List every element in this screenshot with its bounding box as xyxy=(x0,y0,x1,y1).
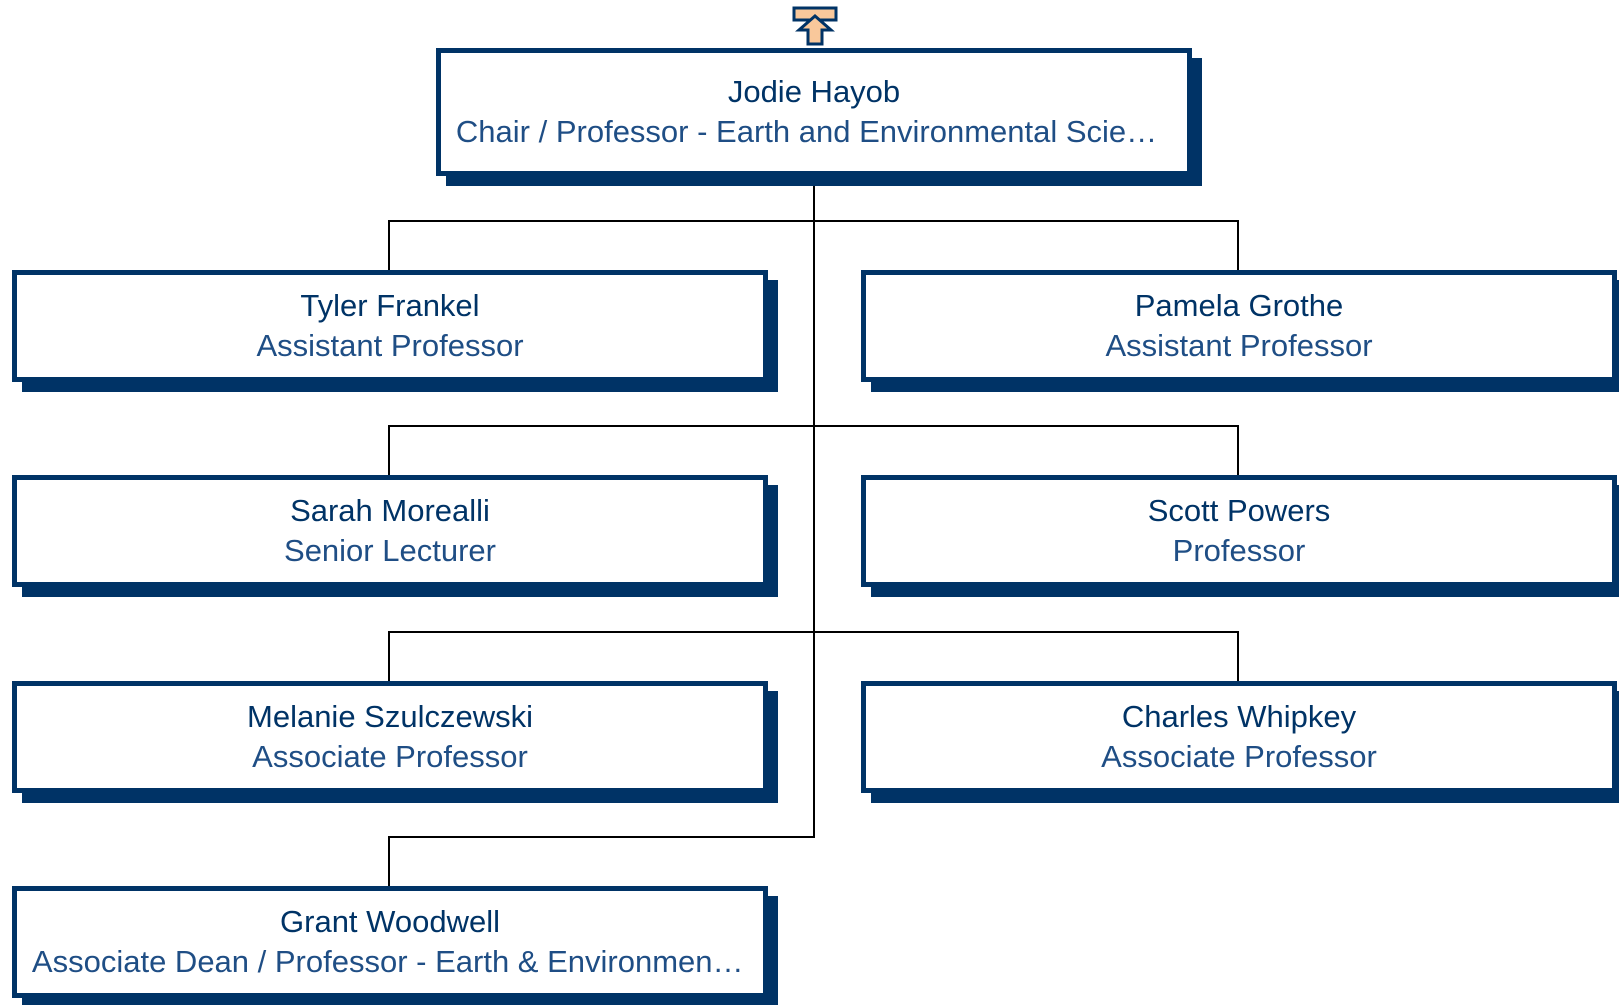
connector-row-1-right-drop xyxy=(1237,220,1239,270)
report-node-name: Melanie Szulczewski xyxy=(247,699,533,734)
root-node-title: Chair / Professor - Earth and Environmen… xyxy=(455,114,1173,149)
connector-row-2-right-drop xyxy=(1237,425,1239,475)
report-node-name: Tyler Frankel xyxy=(300,288,480,323)
report-node-title: Associate Dean / Professor - Earth & Env… xyxy=(31,944,748,979)
report-node-tyler-frankel[interactable]: Tyler Frankel Assistant Professor xyxy=(12,270,768,382)
up-arrow-icon[interactable] xyxy=(792,6,838,46)
connector-row-4-left-drop xyxy=(388,836,390,886)
connector-row-1-left-drop xyxy=(388,220,390,270)
report-node-title: Professor xyxy=(1172,533,1306,568)
connector-row-4 xyxy=(388,836,815,838)
report-node-name: Sarah Morealli xyxy=(290,493,490,528)
connector-row-2 xyxy=(388,425,1239,427)
report-node-title: Senior Lecturer xyxy=(284,533,496,568)
report-node-melanie-szulczewski[interactable]: Melanie Szulczewski Associate Professor xyxy=(12,681,768,793)
report-node-pamela-grothe[interactable]: Pamela Grothe Assistant Professor xyxy=(861,270,1617,382)
report-node-title: Associate Professor xyxy=(1101,739,1377,774)
connector-row-3 xyxy=(388,631,1239,633)
report-node-sarah-morealli[interactable]: Sarah Morealli Senior Lecturer xyxy=(12,475,768,587)
root-node[interactable]: Jodie Hayob Chair / Professor - Earth an… xyxy=(436,48,1192,176)
connector-row-2-left-drop xyxy=(388,425,390,475)
report-node-charles-whipkey[interactable]: Charles Whipkey Associate Professor xyxy=(861,681,1617,793)
connector-row-1 xyxy=(388,220,1239,222)
report-node-name: Scott Powers xyxy=(1147,493,1331,528)
report-node-title: Associate Professor xyxy=(252,739,528,774)
report-node-title: Assistant Professor xyxy=(1105,328,1373,363)
report-node-name: Grant Woodwell xyxy=(280,904,500,939)
connector-row-3-right-drop xyxy=(1237,631,1239,681)
report-node-title: Assistant Professor xyxy=(256,328,524,363)
report-node-name: Charles Whipkey xyxy=(1121,699,1357,734)
connector-trunk xyxy=(813,174,815,838)
root-node-name: Jodie Hayob xyxy=(727,74,901,109)
report-node-name: Pamela Grothe xyxy=(1134,288,1344,323)
report-node-grant-woodwell[interactable]: Grant Woodwell Associate Dean / Professo… xyxy=(12,886,768,998)
report-node-scott-powers[interactable]: Scott Powers Professor xyxy=(861,475,1617,587)
connector-row-3-left-drop xyxy=(388,631,390,681)
